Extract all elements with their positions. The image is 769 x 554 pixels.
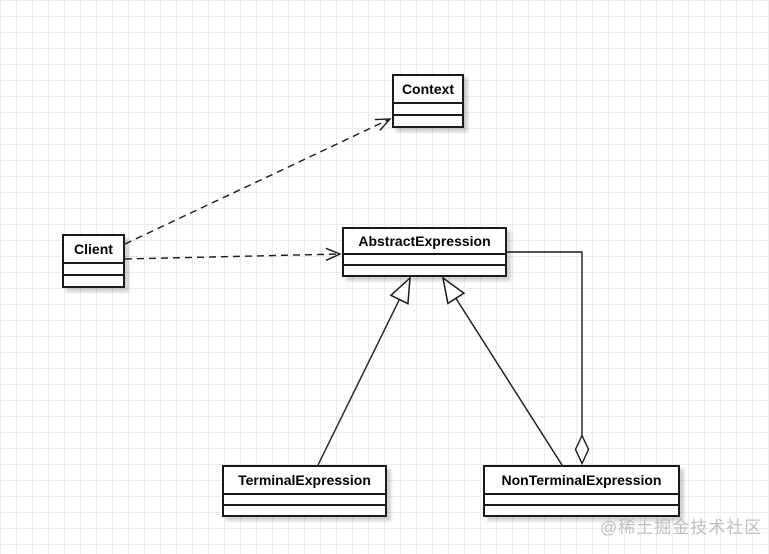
class-nonterminal-expression-methods-compartment [485, 506, 678, 515]
class-terminal-expression-attributes-compartment [224, 495, 385, 506]
class-box-nonterminal-expression: NonTerminalExpression [483, 465, 680, 517]
class-name-context: Context [394, 76, 462, 104]
class-name-terminal-expression: TerminalExpression [224, 467, 385, 495]
class-abstract-expression-methods-compartment [344, 266, 505, 275]
class-box-client: Client [62, 234, 125, 288]
aggregation-diamond-icon [574, 433, 590, 466]
class-abstract-expression-attributes-compartment [344, 255, 505, 266]
class-box-abstract-expression: AbstractExpression [342, 227, 507, 277]
class-terminal-expression-methods-compartment [224, 506, 385, 515]
aggregation-line-abstract-to-nonterminal [507, 251, 583, 436]
class-nonterminal-expression-attributes-compartment [485, 495, 678, 506]
watermark-text: @稀土掘金技术社区 [600, 518, 763, 537]
class-name-client: Client [64, 236, 123, 264]
class-box-terminal-expression: TerminalExpression [222, 465, 387, 517]
class-client-attributes-compartment [64, 264, 123, 276]
dependency-client-to-context [124, 118, 392, 245]
dependency-client-to-abstract-expression [124, 247, 342, 261]
generalization-terminal-to-abstract [317, 278, 410, 466]
class-context-attributes-compartment [394, 104, 462, 116]
class-client-methods-compartment [64, 276, 123, 286]
class-box-context: Context [392, 74, 464, 128]
class-context-methods-compartment [394, 116, 462, 126]
class-name-nonterminal-expression: NonTerminalExpression [485, 467, 678, 495]
class-name-abstract-expression: AbstractExpression [344, 229, 505, 255]
generalization-nonterminal-to-abstract [443, 278, 563, 466]
